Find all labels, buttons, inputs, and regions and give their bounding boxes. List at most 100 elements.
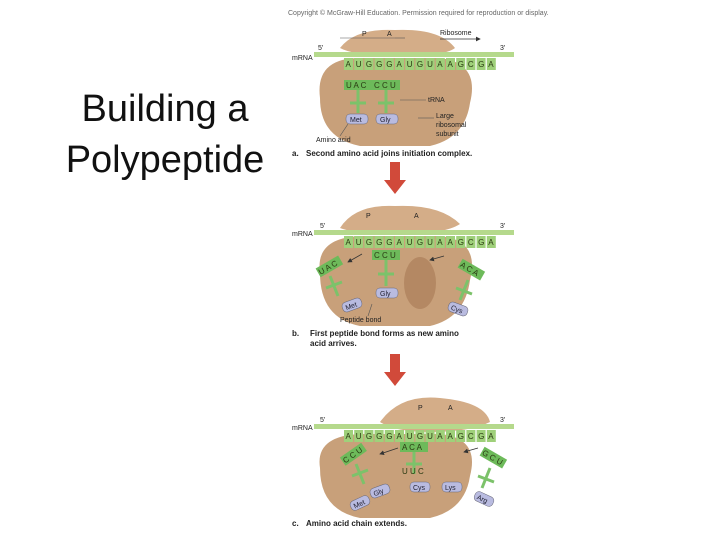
amino-acid-met-c <box>349 495 371 511</box>
codon-nucleotide: G <box>386 60 392 69</box>
mrna-strand-c <box>314 424 514 429</box>
codon-nucleotide: A <box>346 60 352 69</box>
codon-tile <box>384 430 394 442</box>
codon-tile <box>466 236 476 248</box>
codon-nucleotide: A <box>346 238 352 247</box>
anticodon-mid-c: A C A <box>402 443 423 452</box>
codon-nucleotide: G <box>478 60 484 69</box>
anticodon-box-left-c <box>339 442 367 466</box>
codon-tile <box>364 236 374 248</box>
down-arrow-2 <box>384 354 406 386</box>
codon-nucleotide: U <box>427 432 433 441</box>
codon-nucleotide: U <box>356 60 362 69</box>
codon-nucleotide: G <box>417 238 423 247</box>
anticodon-right-c: U U C <box>402 467 424 476</box>
down-arrow-1 <box>384 162 406 194</box>
slide-title: Building a Polypeptide <box>40 84 290 186</box>
peptide-bond-label: Peptide bond <box>340 317 381 324</box>
codon-nucleotide: G <box>458 238 464 247</box>
trna-right-b <box>455 279 473 301</box>
aa-lys-c: Lys <box>445 485 456 492</box>
caption-letter-a: a. <box>292 149 299 158</box>
codon-nucleotide: U <box>356 432 362 441</box>
codon-tile <box>446 236 455 248</box>
codon-nucleotide: A <box>397 60 403 69</box>
large-subunit-label-3: subunit <box>436 131 459 138</box>
codon-nucleotide: A <box>488 238 494 247</box>
codon-nucleotide: G <box>366 60 372 69</box>
a-site-pocket-b <box>404 257 436 309</box>
codon-nucleotide: A <box>437 432 443 441</box>
codon-nucleotide: G <box>386 432 392 441</box>
amino-acid-arg-c <box>473 491 495 507</box>
codon-tile <box>456 236 466 248</box>
aa-met-a: Met <box>350 117 362 124</box>
a-site-label-a: A <box>387 31 392 38</box>
codon-tile <box>374 236 384 248</box>
mrna-strand-a <box>314 52 514 57</box>
codon-nucleotide: A <box>397 238 403 247</box>
large-subunit-c <box>319 434 472 518</box>
three-prime-b: 3' <box>500 223 505 230</box>
codon-tile <box>425 430 435 442</box>
title-line-2: Polypeptide <box>65 139 265 181</box>
codon-nucleotide: A <box>448 60 454 69</box>
trna-1a <box>350 90 366 113</box>
codon-tile <box>374 430 384 442</box>
aa-gly-b: Gly <box>380 291 391 298</box>
codon-nucleotide: G <box>366 238 372 247</box>
five-prime-b: 5' <box>320 223 325 230</box>
codon-tile <box>364 430 374 442</box>
anticodon-box-left-b <box>315 255 344 278</box>
codon-nucleotide: G <box>376 60 382 69</box>
codon-nucleotide: C <box>468 238 474 247</box>
mrna-label-b: mRNA <box>292 231 313 238</box>
codon-nucleotide: A <box>397 432 403 441</box>
codon-nucleotide: U <box>407 60 413 69</box>
small-subunit-a <box>340 29 455 56</box>
codon-nucleotide: G <box>366 432 372 441</box>
codon-nucleotide: G <box>458 60 464 69</box>
caption-b-1: First peptide bond forms as new amino <box>310 329 459 338</box>
anticodon-far-c: G C U <box>480 448 504 467</box>
large-subunit-label-2: ribosomal <box>436 122 467 129</box>
amino-acid-gly-c <box>369 483 391 499</box>
codon-tile <box>486 430 496 442</box>
anticodon-1a: U A C <box>346 81 367 90</box>
anticodon-box-mid-b <box>372 250 400 260</box>
codon-tile <box>374 58 384 70</box>
codon-tile <box>384 58 394 70</box>
codon-nucleotide: C <box>468 60 474 69</box>
trna-label-a: tRNA <box>428 97 445 104</box>
p-site-label-b: P <box>366 213 371 220</box>
codon-tile <box>344 236 353 248</box>
codon-tile <box>446 58 455 70</box>
codon-tile <box>415 58 425 70</box>
mrna-strand-b <box>314 230 514 235</box>
trna-left-b <box>325 275 343 297</box>
anticodon-box-mid-c <box>400 442 428 452</box>
codon-nucleotide: G <box>458 432 464 441</box>
large-subunit-b <box>319 236 472 326</box>
codon-tile <box>344 430 353 442</box>
ribosome-label: Ribosome <box>440 30 472 37</box>
copyright-notice: Copyright © McGraw-Hill Education. Permi… <box>288 10 549 17</box>
codon-nucleotide: U <box>427 238 433 247</box>
amino-acid-label: Amino acid <box>316 137 351 144</box>
small-subunit-b <box>340 205 460 234</box>
amino-acid-met-a <box>345 113 369 125</box>
mrna-label-c: mRNA <box>292 425 313 432</box>
aa-met-c: Met <box>353 499 367 510</box>
codon-nucleotide: G <box>376 238 382 247</box>
codon-nucleotide: A <box>437 238 443 247</box>
codon-tile <box>384 236 394 248</box>
aa-cys-c: Cys <box>413 485 426 492</box>
p-site-label-a: P <box>362 31 367 38</box>
three-prime-a: 3' <box>500 45 505 52</box>
codon-tile <box>456 430 466 442</box>
codon-tile <box>435 236 445 248</box>
caption-letter-c: c. <box>292 519 299 528</box>
amino-acid-gly-a <box>375 113 399 125</box>
